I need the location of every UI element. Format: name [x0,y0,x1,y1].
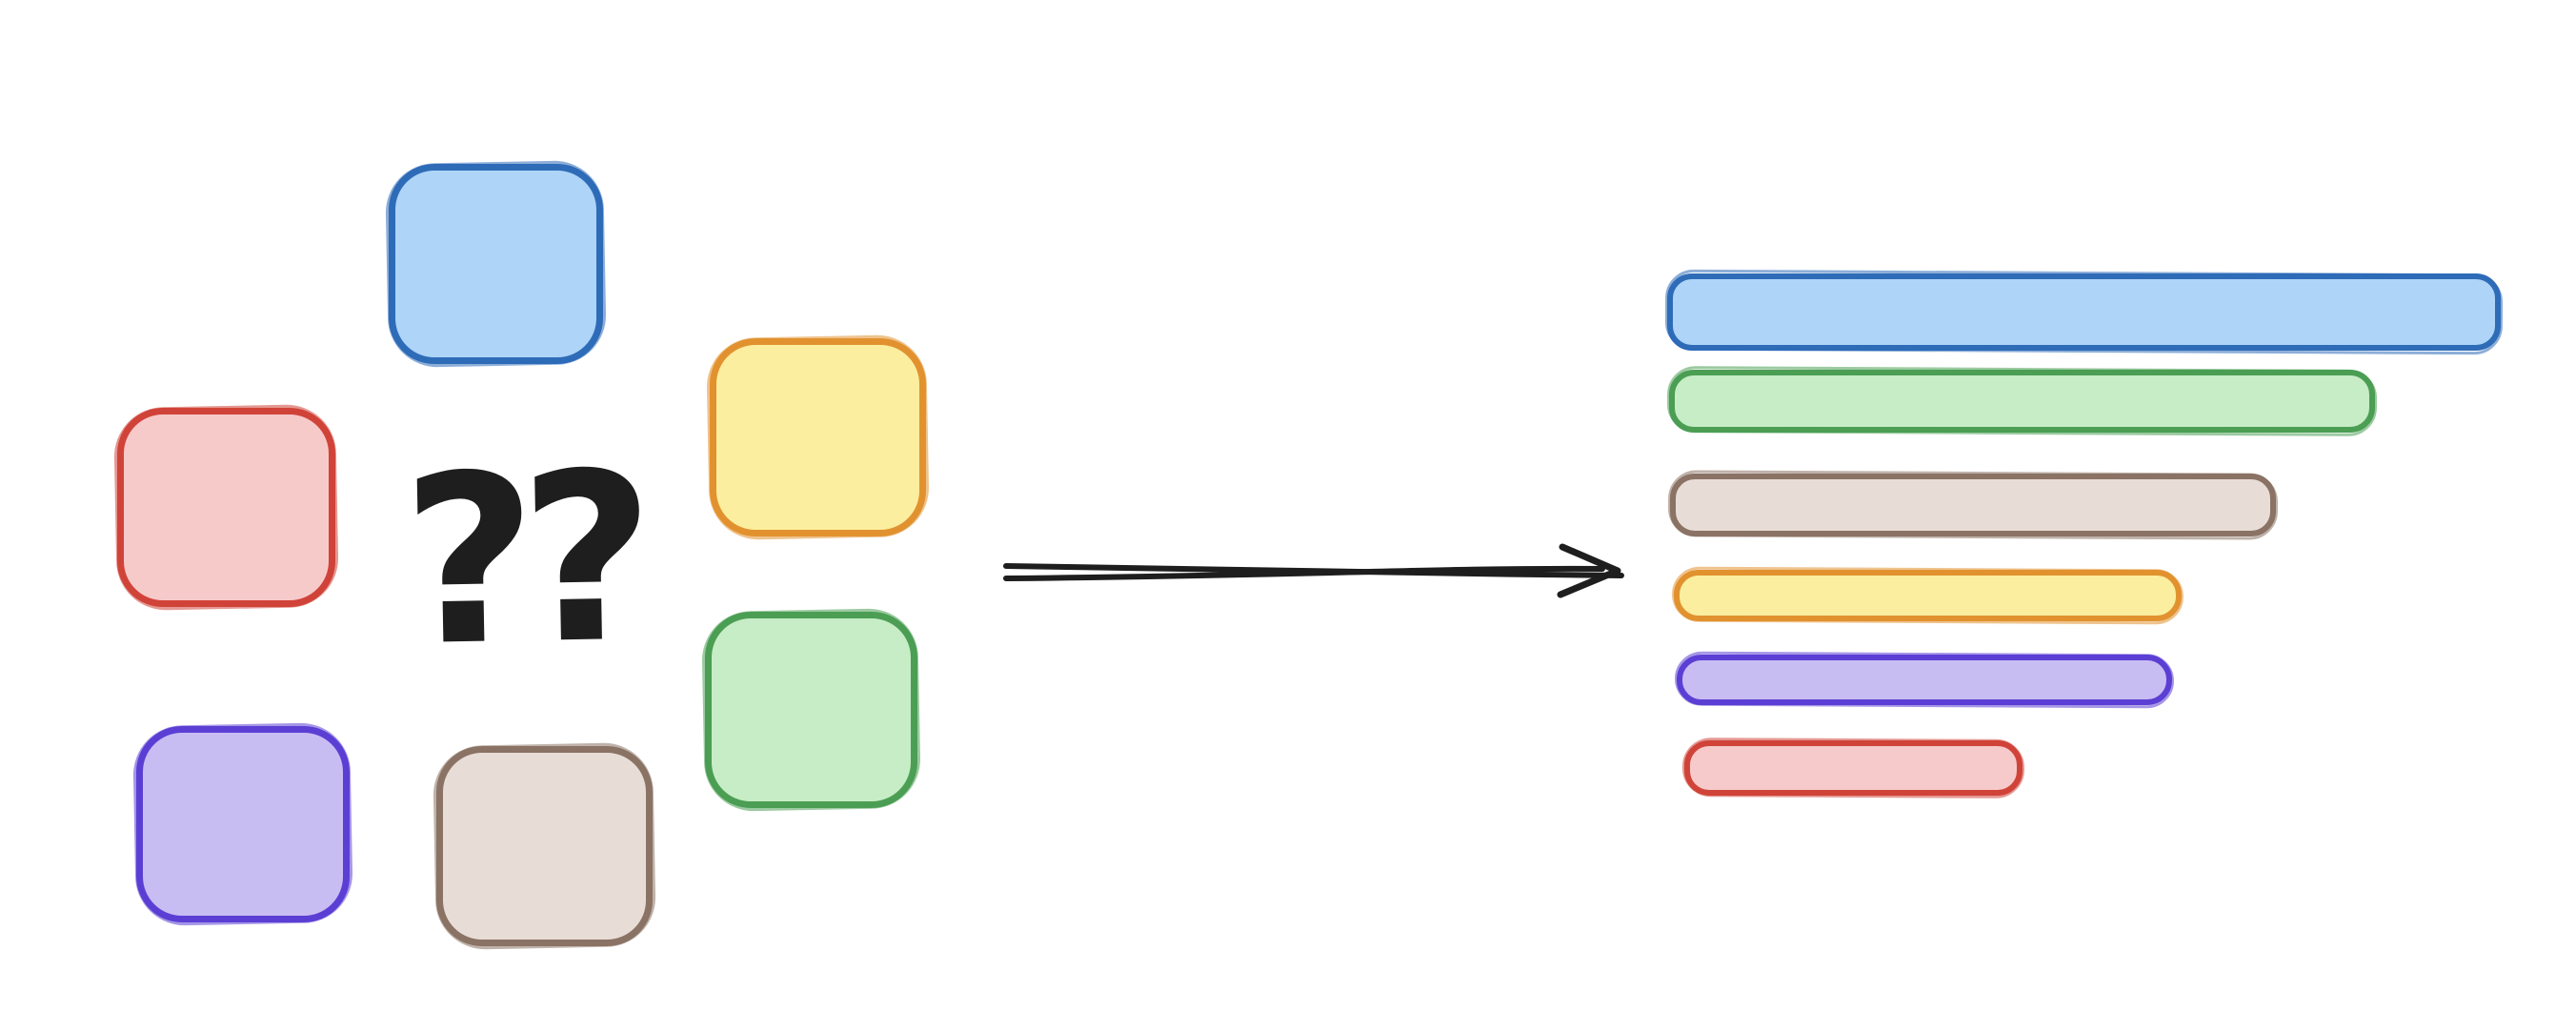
blue-square [389,164,603,364]
yellow-square [710,338,926,536]
red-bar [1684,740,2023,796]
gray-square [436,746,653,946]
arrow-stroke [1557,543,1621,598]
purple-bar [1677,655,2172,705]
yellow-bar [1674,570,2182,621]
purple-square [136,726,350,922]
green-bar [1669,370,2375,433]
blue-bar [1667,273,2501,351]
arrow-stroke [1003,565,1605,581]
green-square [705,612,917,808]
red-square [117,408,335,607]
gray-bar [1670,474,2276,536]
